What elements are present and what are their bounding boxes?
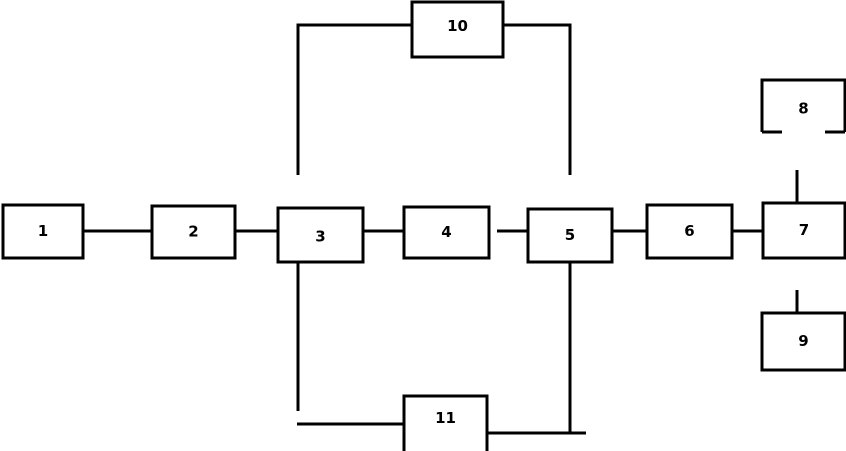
block-6-label: 6: [684, 222, 694, 240]
block-6[interactable]: 6: [645, 203, 734, 260]
block-10-label: 10: [447, 17, 468, 35]
block-6-outline: [645, 203, 734, 260]
block-9-outline: [760, 311, 846, 372]
block-4-label: 4: [441, 223, 451, 241]
block-2-label: 2: [188, 223, 198, 241]
block-5-label: 5: [565, 226, 575, 244]
block-7-label: 7: [799, 221, 809, 239]
block-3-label: 3: [315, 228, 325, 246]
block-9-label: 9: [798, 332, 808, 350]
block-1-outline: [1, 203, 85, 260]
block-1[interactable]: 1: [1, 203, 85, 260]
block-10-outline: [410, 0, 505, 59]
block-3-outline: [276, 206, 365, 264]
block-1-label: 1: [38, 222, 48, 240]
block-10[interactable]: 10: [410, 0, 505, 59]
block-8[interactable]: 8: [760, 78, 846, 134]
block-5-outline: [526, 207, 614, 264]
block-7-outline: [761, 201, 846, 260]
block-8-label: 8: [798, 100, 808, 118]
block-9[interactable]: 9: [760, 311, 846, 372]
block-2-outline: [150, 204, 237, 260]
block-11[interactable]: 11: [402, 394, 489, 451]
block-2[interactable]: 2: [150, 204, 237, 260]
block-3[interactable]: 3: [276, 206, 365, 264]
conn-10-right: [503, 23, 572, 175]
block-4[interactable]: 4: [402, 205, 491, 260]
block-11-label: 11: [435, 409, 456, 427]
connector-layer: [83, 23, 799, 435]
block-5[interactable]: 5: [526, 207, 614, 264]
block-4-outline: [402, 205, 491, 260]
block-8-outline: [760, 78, 846, 134]
block-7[interactable]: 7: [761, 201, 846, 260]
block-11-outline: [402, 394, 489, 451]
conn-10-left: [296, 23, 412, 175]
